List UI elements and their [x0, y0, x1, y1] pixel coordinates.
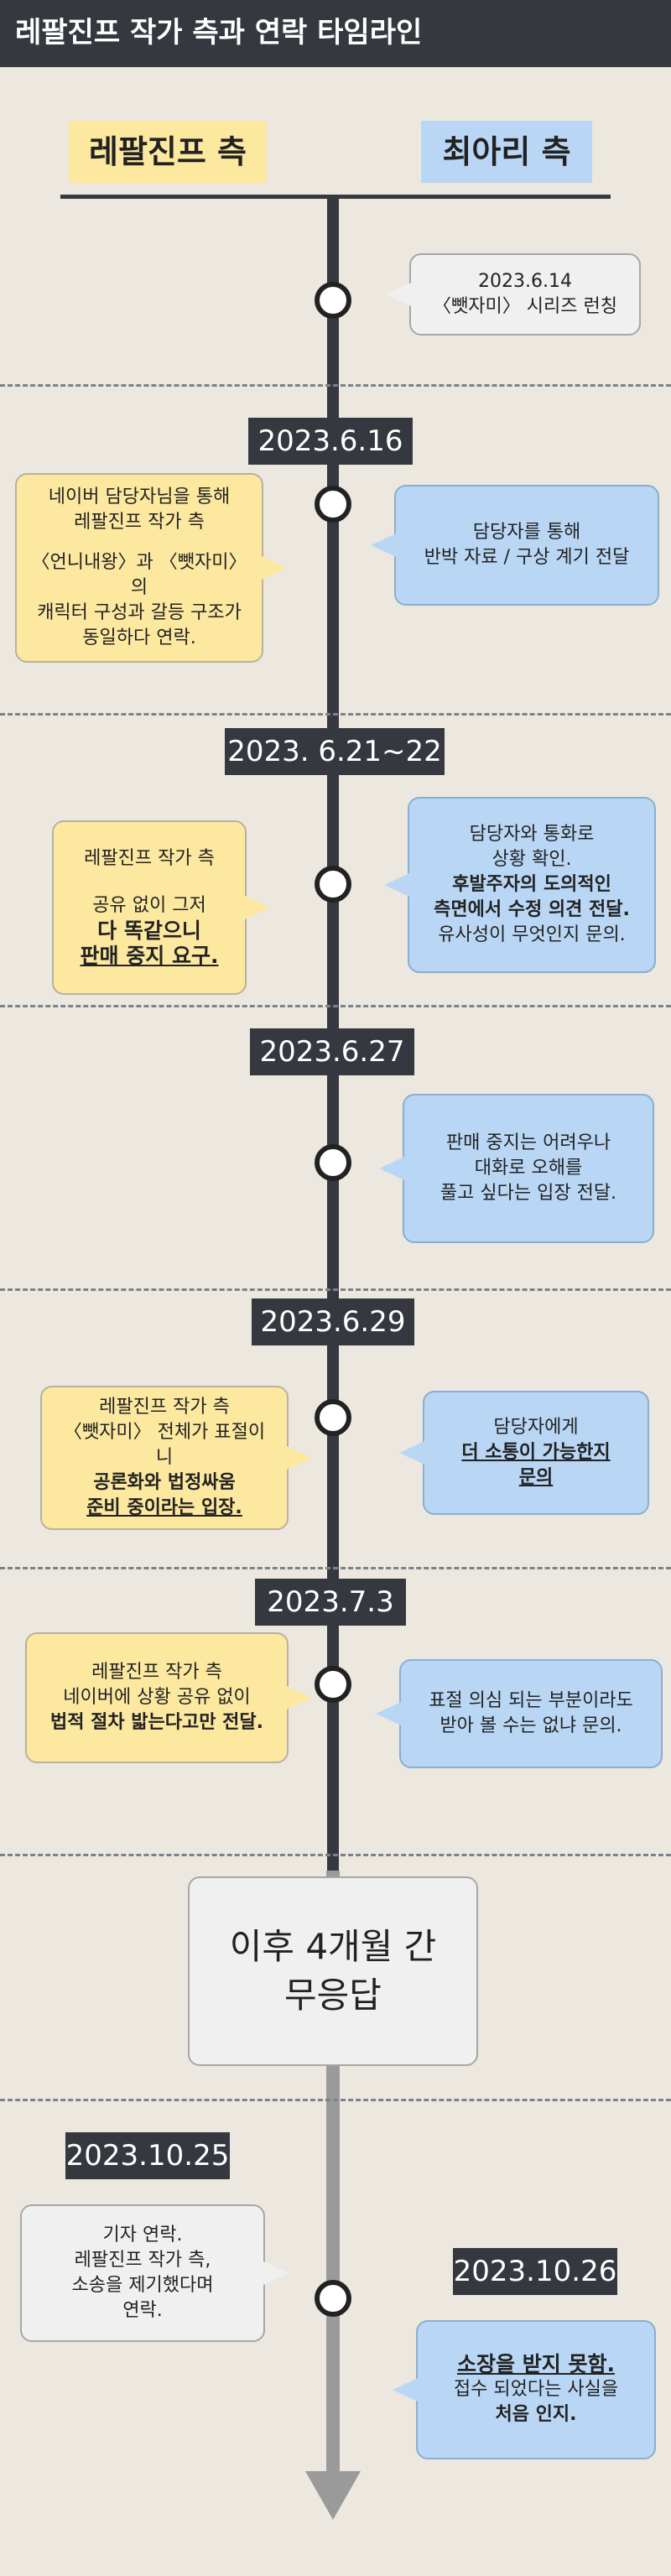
event-date: 2023.6.29: [252, 1298, 414, 1345]
section-divider: [0, 1567, 671, 1569]
section-divider: [0, 2099, 671, 2101]
page-title: 레팔진프 작가 측과 연락 타임라인: [0, 0, 671, 67]
bubble-line: 담당자를 통해: [472, 522, 581, 543]
bubble-line: 공유 없이 그저: [92, 895, 206, 916]
section-divider: [0, 384, 671, 387]
bubble-line: 다 똑같으니: [97, 919, 201, 943]
timeline-arrow-icon: [305, 2471, 361, 2520]
bubble-line: 표절 의심 되는 부분이라도: [429, 1690, 633, 1711]
bubble-line: 네이버 담당자님을 통해: [48, 487, 231, 507]
section-divider: [0, 1854, 671, 1856]
bubble-line: 담당자와 통화로: [469, 824, 595, 845]
bubble-line: 레팔진프 작가 측: [91, 1662, 222, 1683]
bubble-line: 측면에서 수정 의견 전달.: [434, 899, 630, 920]
bubble-line: 레팔진프 작가 측,: [74, 2250, 211, 2271]
bubble-line: 공론화와 법정싸움: [93, 1472, 236, 1493]
silence-line: 이후 4개월 간: [229, 1926, 437, 1967]
bubble-line: [67, 872, 231, 893]
bubble-line: 법적 절차 밟는다고만 전달.: [50, 1712, 263, 1733]
bubble-line: 캐릭터 구성과 갈등 구조가: [37, 602, 242, 623]
event-bubble-right: 담당자와 통화로 상황 확인. 후발주자의 도의적인 측면에서 수정 의견 전달…: [384, 797, 656, 973]
timeline-node: [315, 1399, 351, 1436]
event-bubble-left: 레팔진프 작가 측 〈뺏자미〉 전체가 표절이니 공론화와 법정싸움 준비 중이…: [40, 1386, 312, 1530]
bubble-line: 레팔진프 작가 측: [99, 1397, 230, 1418]
bubble-line: 레팔진프 작가 측: [74, 512, 205, 533]
bubble-line: 받아 볼 수는 없냐 문의.: [440, 1715, 622, 1736]
side-label-left: 레팔진프 측: [69, 121, 267, 183]
timeline-node: [315, 1666, 351, 1703]
bubble-line: 풀고 싶다는 입장 전달.: [440, 1183, 617, 1204]
event-bubble-left: 네이버 담당자님을 통해 레팔진프 작가 측 〈언니내왕〉과 〈뺏자미〉의 캐릭…: [15, 473, 287, 663]
event-bubble-left: 레팔진프 작가 측 공유 없이 그저 다 똑같으니 판매 중지 요구.: [52, 820, 270, 995]
bubble-line: 처음 인지.: [495, 2404, 577, 2425]
bubble-line: 상황 확인.: [492, 849, 572, 870]
bubble-line: 〈언니내왕〉과 〈뺏자미〉의: [31, 552, 247, 598]
bubble-line: 담당자에게: [493, 1417, 579, 1438]
bubble-line: 반박 자료 / 구상 계기 전달: [424, 547, 630, 568]
section-divider: [0, 713, 671, 716]
bubble-line: 네이버에 상황 공유 없이: [63, 1687, 251, 1708]
bubble-line: 〈뺏자미〉 전체가 표절이니: [63, 1422, 266, 1468]
event-bubble-right: 판매 중지는 어려우나 대화로 오해를 풀고 싶다는 입장 전달.: [379, 1094, 654, 1243]
event-date: 2023.6.16: [248, 418, 413, 465]
section-divider: [0, 1005, 671, 1007]
bubble-line: 소장을 받지 못함.: [457, 2352, 615, 2376]
timeline-node: [315, 866, 351, 903]
side-label-right: 최아리 측: [421, 121, 592, 183]
event-date: 2023.10.25: [65, 2132, 230, 2179]
event-date: 2023. 6.21~22: [225, 728, 445, 775]
bubble-line: 더 소통이 가능한지: [461, 1442, 611, 1463]
bubble-line: 소송을 제기했다며: [71, 2275, 214, 2296]
timeline-node: [315, 1144, 351, 1181]
bubble-line: 문의: [518, 1467, 554, 1488]
event-bubble-right: 표절 의심 되는 부분이라도 받아 볼 수는 없냐 문의.: [376, 1659, 663, 1768]
bubble-line: 레팔진프 작가 측: [84, 848, 215, 869]
timeline-node: [315, 486, 351, 523]
event-bubble-left: 레팔진프 작가 측 네이버에 상황 공유 없이 법적 절차 밟는다고만 전달.: [25, 1632, 312, 1763]
bubble-line: 기자 연락.: [102, 2225, 183, 2246]
bubble-line: 준비 중이라는 입장.: [86, 1497, 242, 1518]
bubble-line: [30, 535, 248, 550]
bubble-line: 판매 중지는 어려우나: [445, 1132, 611, 1153]
event-bubble-right: 담당자를 통해 반박 자료 / 구상 계기 전달: [371, 485, 659, 606]
silence-period-box: 이후 4개월 간 무응답: [188, 1876, 478, 2066]
event-date-inline: 2023.6.14: [478, 271, 572, 292]
bubble-line: 대화로 오해를: [474, 1158, 583, 1179]
bubble-line: 동일하다 연락.: [82, 627, 196, 648]
event-bubble-right: 담당자에게 더 소통이 가능한지 문의: [399, 1391, 649, 1515]
bubble-line: 연락.: [122, 2300, 163, 2321]
event-date: 2023.6.27: [250, 1028, 414, 1075]
event-bubble-right: 소장을 받지 못함. 접수 되었다는 사실을 처음 인지.: [393, 2320, 656, 2459]
silence-line: 무응답: [284, 1975, 382, 2016]
bubble-line: 접수 되었다는 사실을: [453, 2379, 619, 2400]
event-bubble-right: 2023.6.14 〈뺏자미〉 시리즈 런칭: [386, 253, 641, 336]
bubble-line: 〈뺏자미〉 시리즈 런칭: [433, 296, 617, 317]
bubble-line: 유사성이 무엇인지 문의.: [438, 924, 626, 945]
bubble-line: 후발주자의 도의적인: [452, 874, 611, 895]
section-divider: [0, 1288, 671, 1291]
event-date: 2023.10.26: [453, 2248, 617, 2295]
bubble-line: 판매 중지 요구.: [80, 944, 219, 968]
timeline-node: [315, 282, 351, 319]
event-bubble-left: 기자 연락. 레팔진프 작가 측, 소송을 제기했다며 연락.: [20, 2204, 289, 2342]
timeline-node: [315, 2280, 351, 2317]
event-date: 2023.7.3: [255, 1579, 406, 1626]
